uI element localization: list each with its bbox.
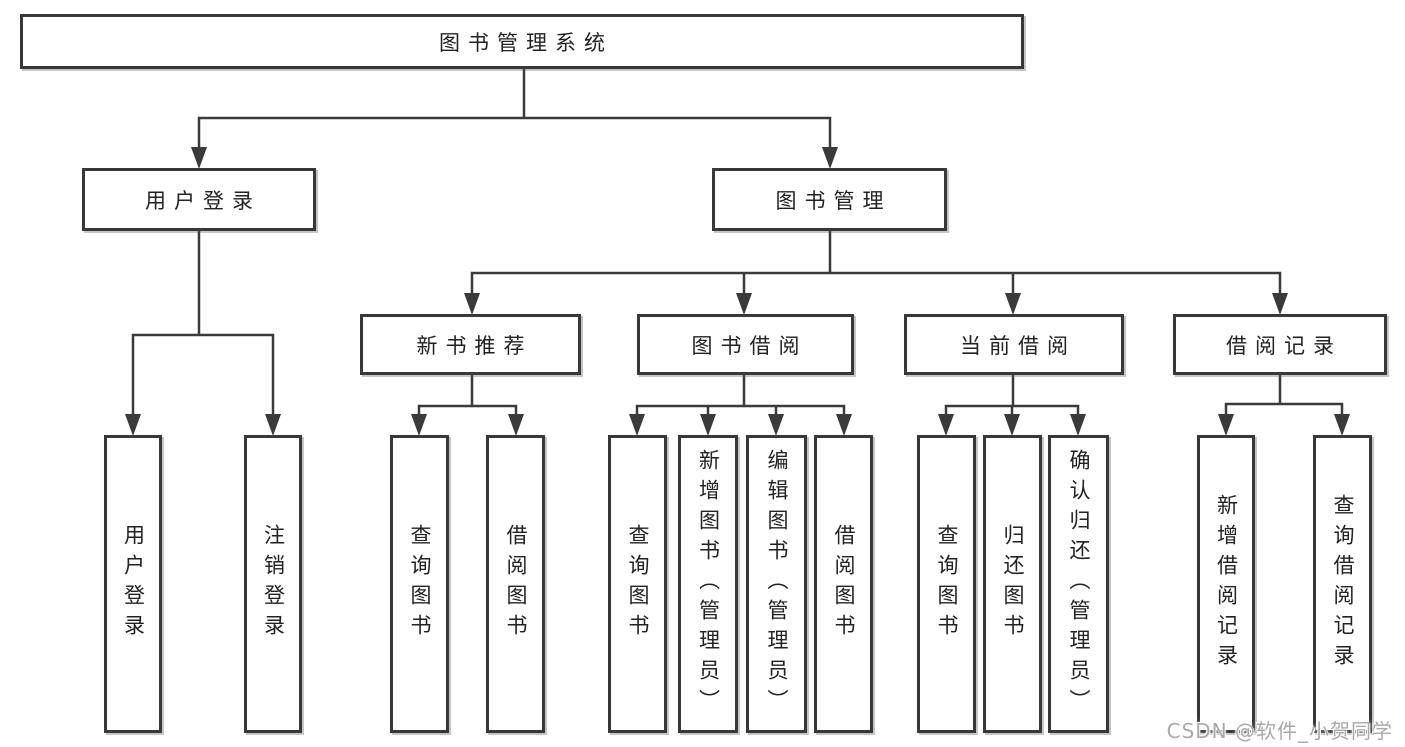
node-current-borrowing: 当前借阅 xyxy=(904,314,1124,375)
leaf-borrow-books-recommend: 借阅图书 xyxy=(486,435,545,733)
connector-paths xyxy=(131,68,1344,430)
node-new-book-recommendation: 新书推荐 xyxy=(360,314,581,375)
node-library-management-system: 图书管理系统 xyxy=(20,14,1024,69)
leaf-add-book-admin: 新增图书（管理员） xyxy=(678,435,738,733)
arrowheads xyxy=(125,147,1350,436)
node-book-management: 图书管理 xyxy=(712,168,947,231)
leaf-add-borrow-record: 新增借阅记录 xyxy=(1197,435,1255,733)
csdn-watermark: CSDN @软件_小贺同学 xyxy=(1166,719,1393,743)
leaf-user-login: 用户登录 xyxy=(104,435,162,733)
leaf-confirm-return-admin: 确认归还（管理员） xyxy=(1048,435,1109,733)
leaf-query-books-recommend: 查询图书 xyxy=(390,435,449,733)
leaf-edit-book-admin: 编辑图书（管理员） xyxy=(746,435,807,733)
node-user-login: 用户登录 xyxy=(82,168,316,231)
leaf-borrow-books-2: 借阅图书 xyxy=(814,435,873,733)
leaf-query-books-current: 查询图书 xyxy=(917,435,976,733)
node-book-borrowing: 图书借阅 xyxy=(637,314,854,375)
leaf-logout-login: 注销登录 xyxy=(244,435,302,733)
leaf-query-borrow-record: 查询借阅记录 xyxy=(1313,435,1372,733)
leaf-query-books-borrow: 查询图书 xyxy=(608,435,667,733)
leaf-return-books: 归还图书 xyxy=(983,435,1042,733)
node-borrowing-records: 借阅记录 xyxy=(1173,314,1387,375)
